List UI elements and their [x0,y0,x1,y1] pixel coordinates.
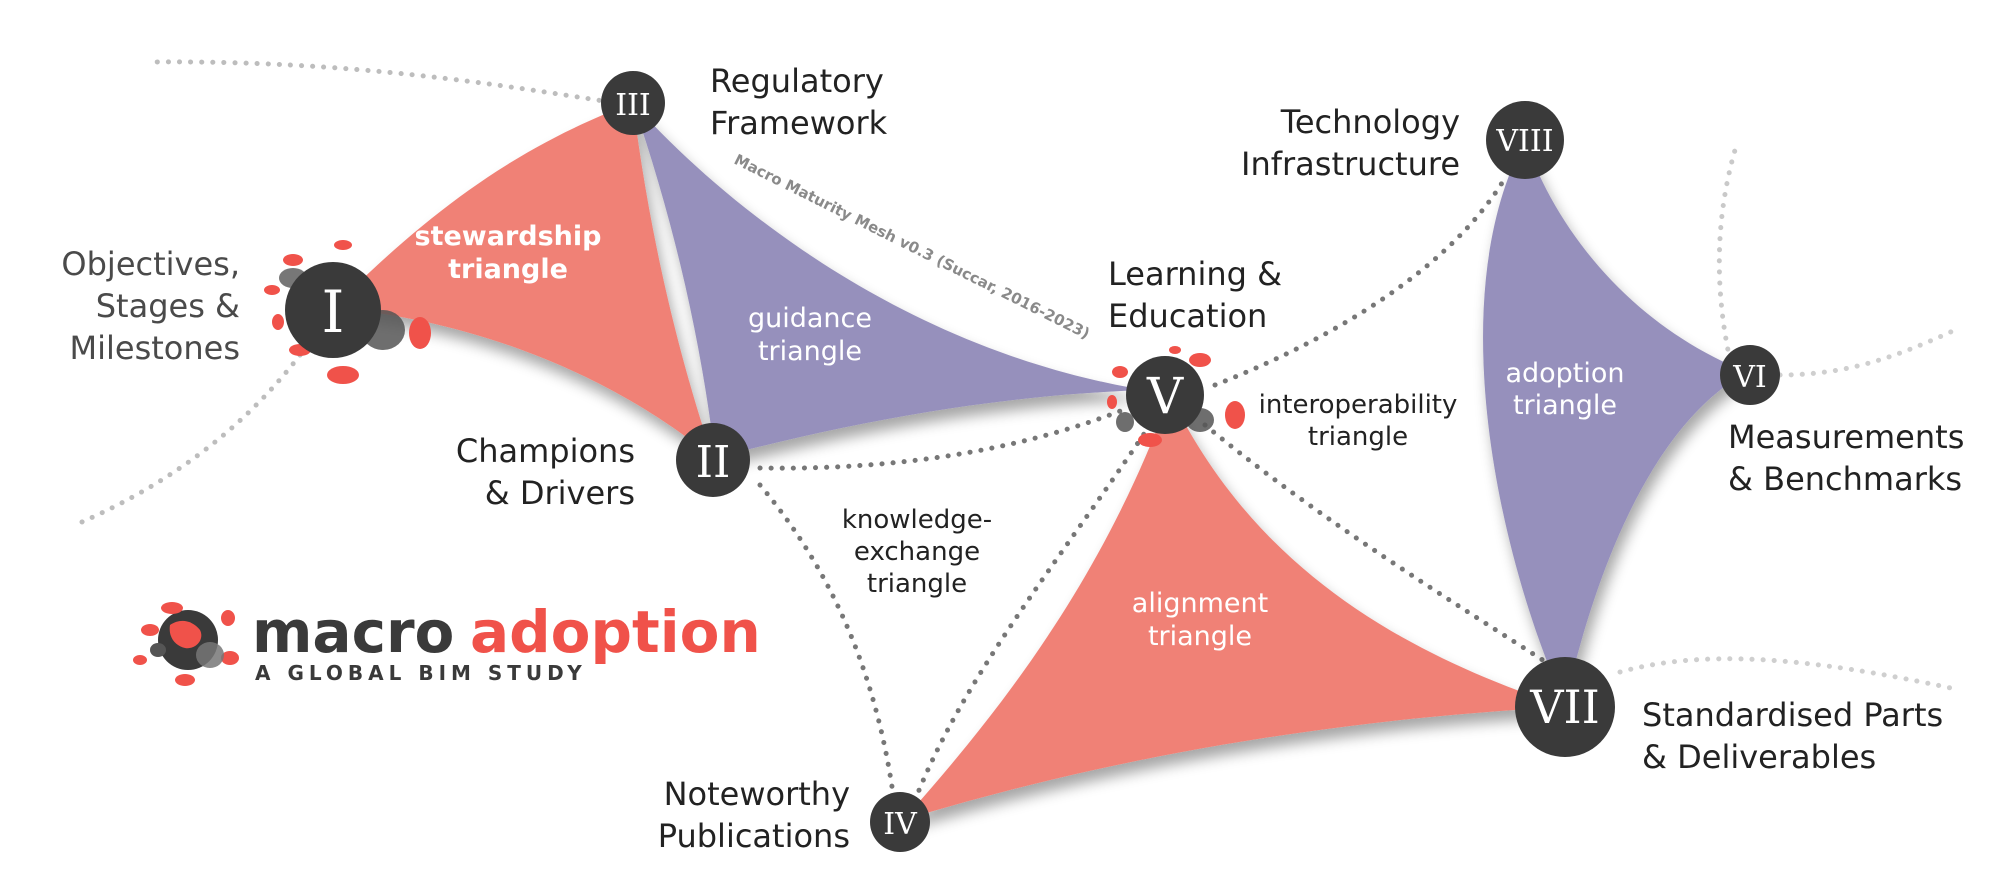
logo-word-macro: macro [252,598,454,666]
node-viii-label-line2: Infrastructure [1241,145,1460,183]
stewardship-label-line2: triangle [448,254,568,285]
node-iii-circle [601,71,665,135]
dotted-links [757,175,1558,811]
interoperability-label-line1: interoperability [1259,390,1458,420]
stewardship-triangle [333,103,713,458]
logo-tagline: A GLOBAL BIM STUDY [255,661,587,685]
nodes [285,71,1780,852]
curve-vii-outer [1617,656,1963,693]
adoption-label-line1: adoption [1505,358,1624,389]
link-v-viii [1212,175,1508,388]
node-viii-circle [1486,101,1564,179]
triangle-labels: stewardship triangle guidance triangle a… [415,221,1625,652]
node-iii-label-line1: Regulatory [710,62,884,100]
node-iii-numeral: III [615,88,651,123]
interoperability-label-line2: triangle [1308,422,1408,452]
dotted-triangle-labels: knowledge- exchange triangle interoperab… [842,390,1458,599]
node-vii-label-line2: & Deliverables [1642,738,1876,776]
node-v-splatter [1107,346,1245,447]
triangles [333,103,1747,820]
node-viii-label-line1: Technology [1280,103,1460,141]
node-vii-circle [1515,657,1615,757]
node-v-numeral: V [1146,367,1184,425]
macro-adoption-logo: macro adoption A GLOBAL BIM STUDY [133,598,761,686]
node-iv-label-line2: Publications [658,817,850,855]
node-iv-numeral: IV [883,807,918,842]
knowledge-exchange-label-line1: knowledge- [842,505,992,535]
node-iv-circle [870,792,930,852]
adoption-label-line2: triangle [1513,390,1617,421]
node-vii-numeral: VII [1529,680,1600,734]
alignment-label-line1: alignment [1132,588,1268,619]
node-i-label-line1: Objectives, [61,245,240,283]
node-i-splatter [264,240,431,384]
node-v-label-line2: Education [1108,297,1267,335]
node-ii-label-line2: & Drivers [485,474,635,512]
guidance-label-line1: guidance [748,303,872,334]
node-iv-label-line1: Noteworthy [664,775,850,813]
link-v-vii [1202,422,1558,671]
adoption-triangle [1483,140,1747,705]
curve-vi-outer-right [1777,327,1958,378]
node-v-label-line1: Learning & [1108,255,1282,293]
node-labels: Objectives, Stages & Milestones Champion… [61,62,1964,855]
node-ii-circle [676,423,750,497]
curve-iii-outer [147,59,613,105]
node-i-label-line3: Milestones [69,329,240,367]
curve-i-outer [72,352,303,528]
node-vi-circle [1720,345,1780,405]
alignment-label-line2: triangle [1148,621,1252,652]
node-numerals: I II III IV V VI VII VIII [322,88,1767,842]
knowledge-exchange-label-line2: exchange [854,537,980,567]
node-i-numeral: I [322,278,345,346]
node-vi-label-line2: & Benchmarks [1728,460,1962,498]
node-i-label-line2: Stages & [96,287,240,325]
outer-dotted-curves [72,59,1963,693]
node-vii-label-line1: Standardised Parts [1642,696,1943,734]
node-viii-numeral: VIII [1495,124,1553,159]
node-v-circle [1126,356,1204,434]
link-ii-v [757,405,1131,471]
node-i-circle [285,262,381,358]
link-v-iv [909,422,1153,811]
guidance-label-line2: triangle [758,336,862,367]
alignment-triangle [903,395,1565,820]
guidance-triangle [633,103,1145,458]
node-vi-label-line1: Measurements [1728,418,1964,456]
node-vi-numeral: VI [1732,360,1767,395]
node-ii-numeral: II [696,437,731,488]
stewardship-label-line1: stewardship [415,221,602,252]
node-ii-label-line1: Champions [456,432,635,470]
curve-vi-outer-top [1716,147,1738,363]
link-ii-iv [757,482,898,811]
logo-word-adoption: adoption [470,598,761,666]
knowledge-exchange-label-line3: triangle [867,569,967,599]
globe-icon [133,602,239,686]
node-iii-label-line2: Framework [710,104,888,142]
